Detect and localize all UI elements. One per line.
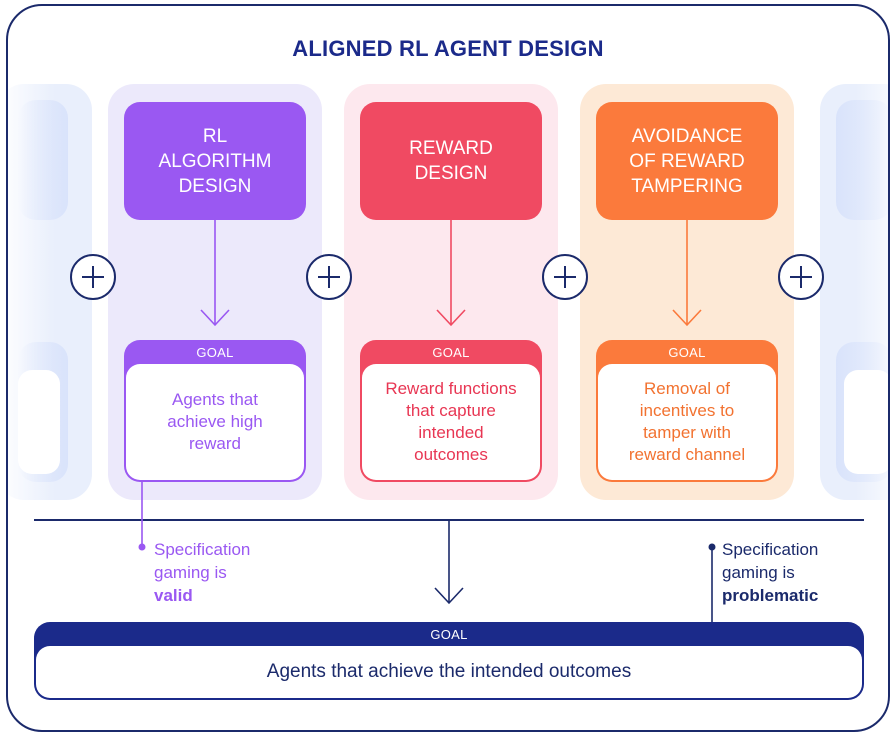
goal-text: Removal of incentives to tamper with rew…: [598, 364, 776, 480]
faded-card: [18, 100, 68, 220]
column-heading: REWARD DESIGN: [360, 102, 542, 220]
goal-card: GOAL Agents that achieve high reward: [124, 340, 306, 482]
faded-column-right: [820, 84, 888, 500]
goal-label: GOAL: [430, 627, 468, 642]
goal-label: GOAL: [668, 345, 706, 360]
plus-icon: [70, 254, 116, 300]
final-goal-card: GOAL Agents that achieve the intended ou…: [34, 622, 864, 700]
plus-icon: [542, 254, 588, 300]
goal-label: GOAL: [432, 345, 470, 360]
down-arrow-icon: [672, 220, 702, 327]
goal-text: Agents that achieve high reward: [126, 364, 304, 480]
column-rl-algorithm-design: RL ALGORITHM DESIGN GOAL Agents that ach…: [108, 84, 322, 500]
divider-line: [34, 519, 864, 521]
plus-icon: [778, 254, 824, 300]
plus-icon: [306, 254, 352, 300]
note-line: Specification: [154, 540, 251, 559]
note-line: gaming is: [722, 563, 795, 582]
goal-card: GOAL Reward functions that capture inten…: [360, 340, 542, 482]
diagram-title: ALIGNED RL AGENT DESIGN: [292, 36, 604, 61]
diagram-frame: ALIGNED RL AGENT DESIGN RL ALGORITHM DES…: [6, 4, 890, 732]
column-reward-design: REWARD DESIGN GOAL Reward functions that…: [344, 84, 558, 500]
faded-card: [836, 342, 888, 482]
faded-card: [836, 100, 888, 220]
note-specification-gaming-problematic: Specification gaming is problematic: [722, 538, 818, 607]
note-line: Specification: [722, 540, 819, 559]
note-emphasis: valid: [154, 586, 193, 605]
final-goal-text: Agents that achieve the intended outcome…: [36, 646, 862, 698]
goal-text: Reward functions that capture intended o…: [362, 364, 540, 480]
column-heading: RL ALGORITHM DESIGN: [124, 102, 306, 220]
faded-card: [18, 342, 68, 482]
down-arrow-icon: [200, 220, 230, 327]
note-line: gaming is: [154, 563, 227, 582]
goal-label: GOAL: [196, 345, 234, 360]
column-avoidance-of-reward-tampering: AVOIDANCE OF REWARD TAMPERING GOAL Remov…: [580, 84, 794, 500]
goal-card: GOAL Removal of incentives to tamper wit…: [596, 340, 778, 482]
note-emphasis: problematic: [722, 586, 819, 605]
column-heading: AVOIDANCE OF REWARD TAMPERING: [596, 102, 778, 220]
down-arrow-icon: [436, 220, 466, 327]
note-specification-gaming-valid: Specification gaming is valid: [154, 538, 250, 607]
